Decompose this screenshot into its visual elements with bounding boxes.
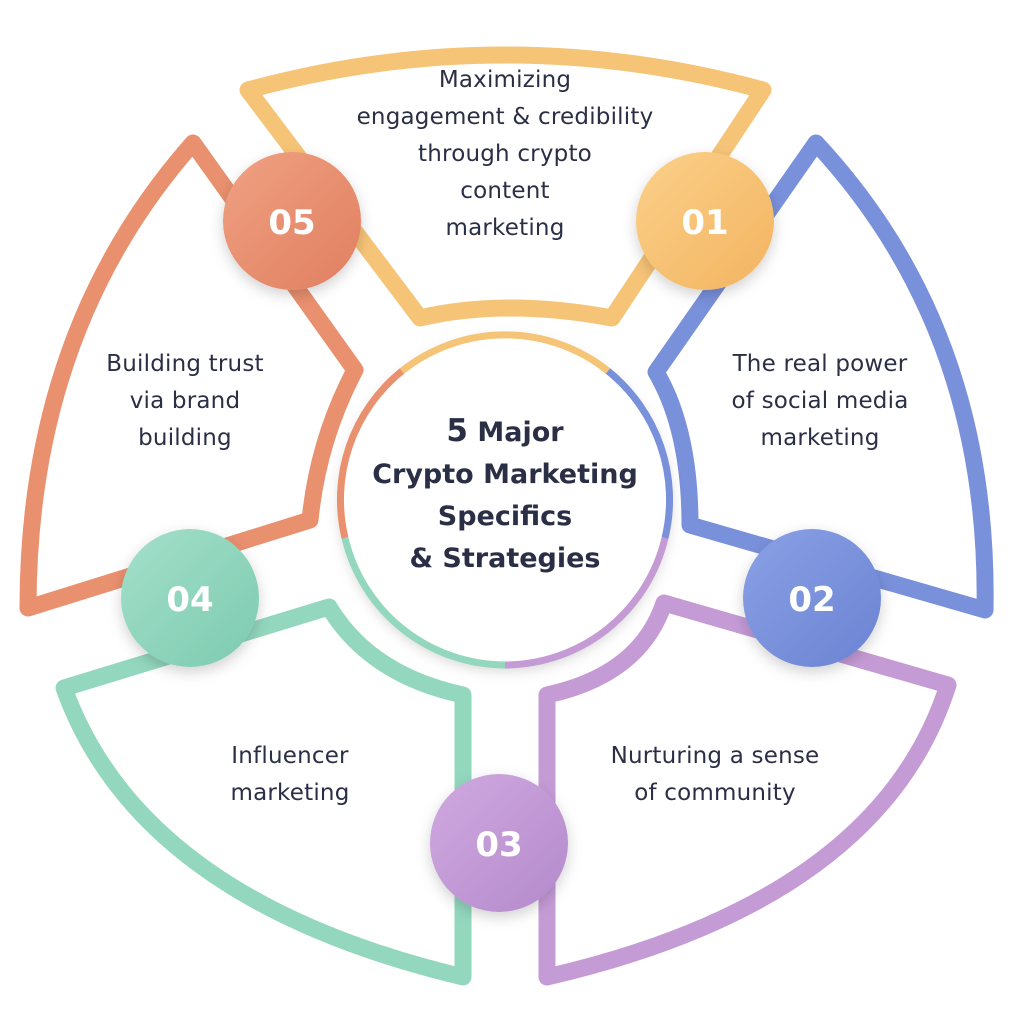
segment-01-line: through crypto <box>418 141 592 167</box>
segment-04-line: Influencer <box>231 743 349 769</box>
segment-02-line: The real power <box>732 351 908 377</box>
badge-03: 03 <box>430 774 568 912</box>
segment-05-line: building <box>138 425 232 451</box>
segment-03-label: Nurturing a sense of community <box>570 738 860 812</box>
badge-04: 04 <box>121 529 259 667</box>
segment-02-line: of social media <box>731 388 909 414</box>
center-line1: Major <box>477 417 564 448</box>
badge-05: 05 <box>223 152 361 290</box>
segment-01-line: Maximizing <box>438 67 572 93</box>
segment-02-label: The real power of social media marketing <box>690 346 950 457</box>
segment-05-outline <box>19 134 364 617</box>
segment-05-line: Building trust <box>106 351 264 377</box>
center-number: 5 <box>446 413 468 449</box>
segment-03-outline <box>538 594 957 986</box>
segment-01-outline <box>239 46 772 327</box>
badge-02-number: 02 <box>788 580 835 620</box>
segment-01-line: engagement & credibility <box>356 104 654 130</box>
badge-02: 02 <box>743 529 881 667</box>
center-line2: Crypto Marketing <box>372 459 638 490</box>
segment-02-outline <box>647 134 994 619</box>
center-line3: Specifics <box>437 501 573 532</box>
badge-01-number: 01 <box>681 203 728 243</box>
badge-05-number: 05 <box>268 203 315 243</box>
badge-03-number: 03 <box>475 825 522 865</box>
center-line4: & Strategies <box>409 543 601 574</box>
badge-01: 01 <box>636 152 774 290</box>
badge-04-number: 04 <box>166 580 213 620</box>
segment-03-line: Nurturing a sense <box>610 743 820 769</box>
segment-04-outline <box>55 598 472 986</box>
segment-04-line: marketing <box>230 780 350 806</box>
segment-05-label: Building trust via brand building <box>70 346 300 457</box>
segment-05-line: via brand <box>129 388 241 414</box>
segment-01-label: Maximizing engagement & credibility thro… <box>300 62 710 247</box>
segment-01-line: marketing <box>445 215 565 241</box>
segment-03-line: of community <box>634 780 796 806</box>
center-circle <box>340 335 670 665</box>
center-ring <box>336 331 674 669</box>
center-title: 5 Major Crypto Marketing Specifics & Str… <box>330 410 680 580</box>
segment-02-line: marketing <box>760 425 880 451</box>
segment-04-label: Influencer marketing <box>180 738 400 812</box>
segment-01-line: content <box>460 178 550 204</box>
